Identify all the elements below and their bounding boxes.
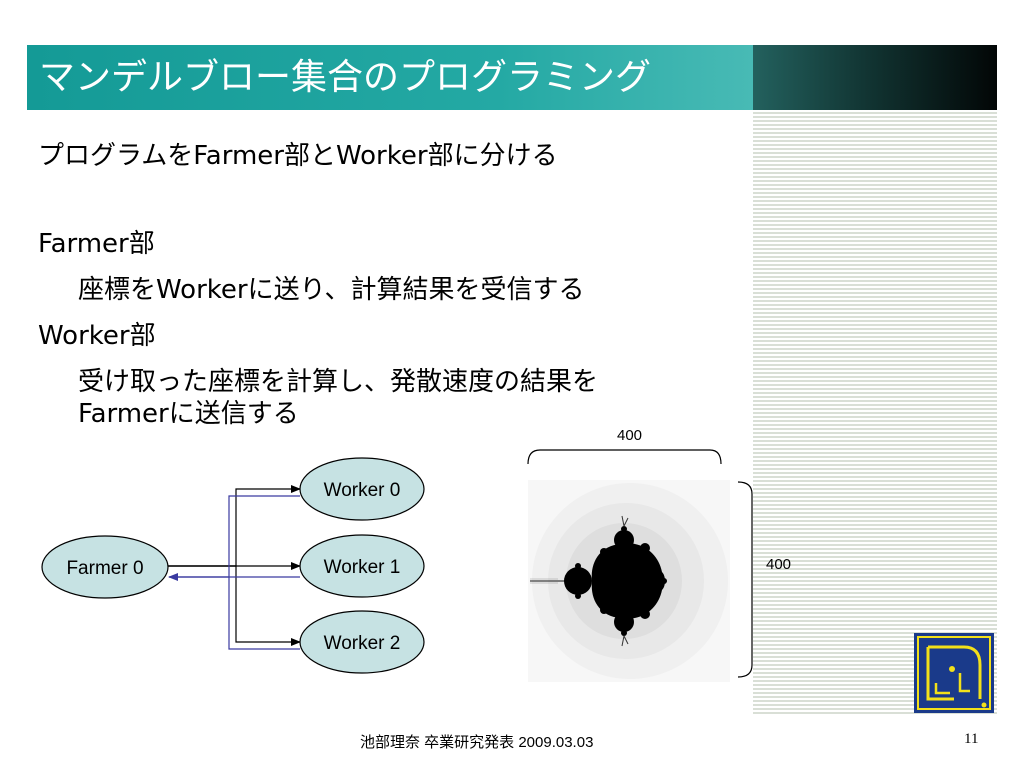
slide-title: マンデルブロー集合のプログラミング — [39, 57, 652, 98]
worker-label-0: Worker 0 — [324, 480, 401, 501]
width-label: 400 — [617, 427, 643, 444]
farmer-label: Farmer 0 — [66, 558, 143, 579]
return-arrow-worker-0 — [169, 495, 300, 578]
farmer-node: Farmer 0 — [41, 535, 169, 599]
title-bar: マンデルブロー集合のプログラミング — [27, 45, 753, 110]
worker-node-1: Worker 1 — [299, 534, 425, 598]
intro-line: プログラムをFarmer部とWorker部に分ける — [38, 141, 558, 171]
worker-label-1: Worker 1 — [324, 557, 401, 578]
striped-side-panel — [753, 110, 997, 716]
width-brace — [527, 449, 722, 465]
title-bar-dark-block — [753, 45, 997, 110]
footer-text: 池部理奈 卒業研究発表 2009.03.03 — [360, 734, 594, 751]
worker-description-line-2: Farmerに送信する — [78, 399, 299, 429]
worker-node-0: Worker 0 — [299, 457, 425, 521]
page-number: 11 — [964, 731, 979, 747]
worker-description-line-1: 受け取った座標を計算し、発散速度の結果を — [78, 367, 599, 397]
farmer-description: 座標をWorkerに送り、計算結果を受信する — [78, 275, 585, 305]
height-brace — [737, 481, 753, 678]
height-label: 400 — [766, 556, 792, 573]
return-arrow-worker-2 — [228, 577, 300, 650]
send-arrow-worker-2 — [168, 565, 301, 646]
worker-label-2: Worker 2 — [324, 633, 401, 654]
worker-heading: Worker部 — [38, 321, 156, 351]
farmer-heading: Farmer部 — [38, 229, 155, 259]
university-logo — [914, 633, 994, 713]
mandelbrot-image — [528, 480, 730, 682]
worker-node-2: Worker 2 — [299, 610, 425, 674]
send-arrow-worker-0 — [168, 485, 301, 567]
